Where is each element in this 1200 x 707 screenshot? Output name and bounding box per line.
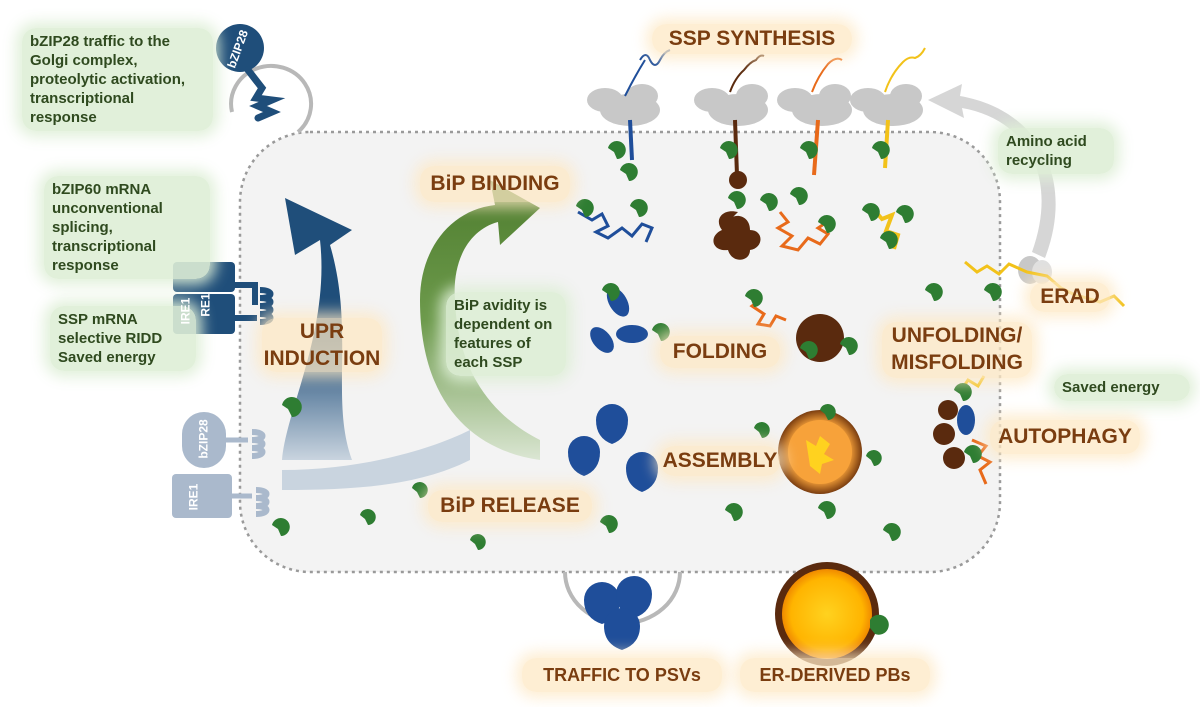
bzip28-golgi-icon bbox=[216, 24, 286, 122]
label-bip-binding: BiP BINDING bbox=[420, 166, 570, 202]
erad-pore bbox=[964, 256, 1126, 308]
note-bip-avidity: BiP avidity is dependent on features of … bbox=[446, 292, 566, 376]
recycling-arrow bbox=[928, 84, 1056, 258]
ribosome-orange bbox=[777, 57, 852, 176]
note-amino-acid-recycling: Amino acid recycling bbox=[998, 128, 1114, 174]
label-assembly: ASSEMBLY bbox=[660, 446, 780, 476]
label-bip-release: BiP RELEASE bbox=[428, 490, 592, 522]
tag-ire1-active-b: IRE1 bbox=[178, 297, 193, 325]
psv-content bbox=[584, 576, 652, 650]
ire1-inactive-icon bbox=[172, 474, 270, 518]
golgi-vesicle bbox=[229, 63, 314, 134]
ribosome-brown bbox=[694, 54, 768, 189]
bzip28-inactive-icon bbox=[182, 412, 266, 468]
ribosomes bbox=[587, 47, 926, 189]
bip-binding-cluster bbox=[577, 203, 901, 260]
label-upr-induction: UPR INDUCTION bbox=[262, 318, 382, 372]
tag-bzip28-inactive: bZIP28 bbox=[196, 419, 211, 459]
label-erad: ERAD bbox=[1030, 282, 1110, 312]
label-er-derived-pbs: ER-DERIVED PBs bbox=[740, 658, 930, 692]
label-unfolding-misfolding: UNFOLDING/ MISFOLDING bbox=[882, 322, 1032, 378]
tag-ire1-inactive: IRE1 bbox=[186, 483, 201, 511]
bip-chaperones bbox=[272, 141, 1002, 550]
ribosome-yellow bbox=[850, 47, 926, 169]
assembly-cluster bbox=[568, 404, 862, 494]
label-ssp-synthesis: SSP SYNTHESIS bbox=[652, 24, 852, 54]
note-ssp-ridd: SSP mRNA selective RIDD Saved energy bbox=[50, 306, 196, 371]
bip-arrow bbox=[420, 180, 540, 460]
note-saved-energy: Saved energy bbox=[1054, 374, 1190, 401]
note-bzip60-splicing: bZIP60 mRNA unconventional splicing, tra… bbox=[44, 176, 210, 279]
tag-ire1-active-a: RE1 bbox=[198, 293, 213, 317]
label-folding: FOLDING bbox=[660, 336, 780, 368]
ribosome-blue bbox=[587, 49, 671, 161]
label-autophagy: AUTOPHAGY bbox=[990, 420, 1140, 454]
note-bzip28-traffic: bZIP28 traffic to the Golgi complex, pro… bbox=[22, 28, 213, 131]
label-traffic-psvs: TRAFFIC TO PSVs bbox=[522, 658, 722, 692]
